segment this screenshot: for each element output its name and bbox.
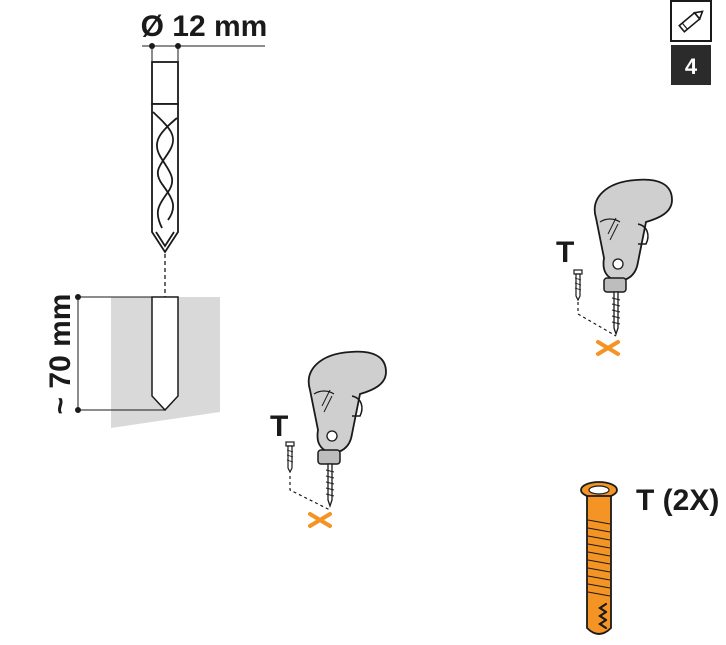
screw-left-label: T: [270, 410, 288, 443]
drill-bit-illustration: [151, 61, 179, 254]
power-screwdriver-left: T: [270, 350, 387, 528]
anchor-label: T (2X): [636, 484, 719, 517]
mark-x-right: [596, 340, 620, 356]
step-number: 4: [685, 54, 698, 79]
diameter-dimension: Ø 12 mm: [141, 10, 268, 62]
step-badge: 4: [670, 0, 712, 85]
wall-section: [111, 296, 220, 428]
wall-anchor-illustration: T (2X): [580, 481, 719, 635]
pencil-icon: [678, 10, 704, 33]
screw-right-label: T: [556, 236, 574, 269]
mark-x-left: [308, 512, 332, 528]
diameter-label: Ø 12 mm: [141, 10, 268, 43]
depth-dimension: ~ 70 mm: [44, 294, 165, 415]
depth-label: ~ 70 mm: [44, 294, 77, 415]
power-screwdriver-right: T: [556, 178, 673, 356]
